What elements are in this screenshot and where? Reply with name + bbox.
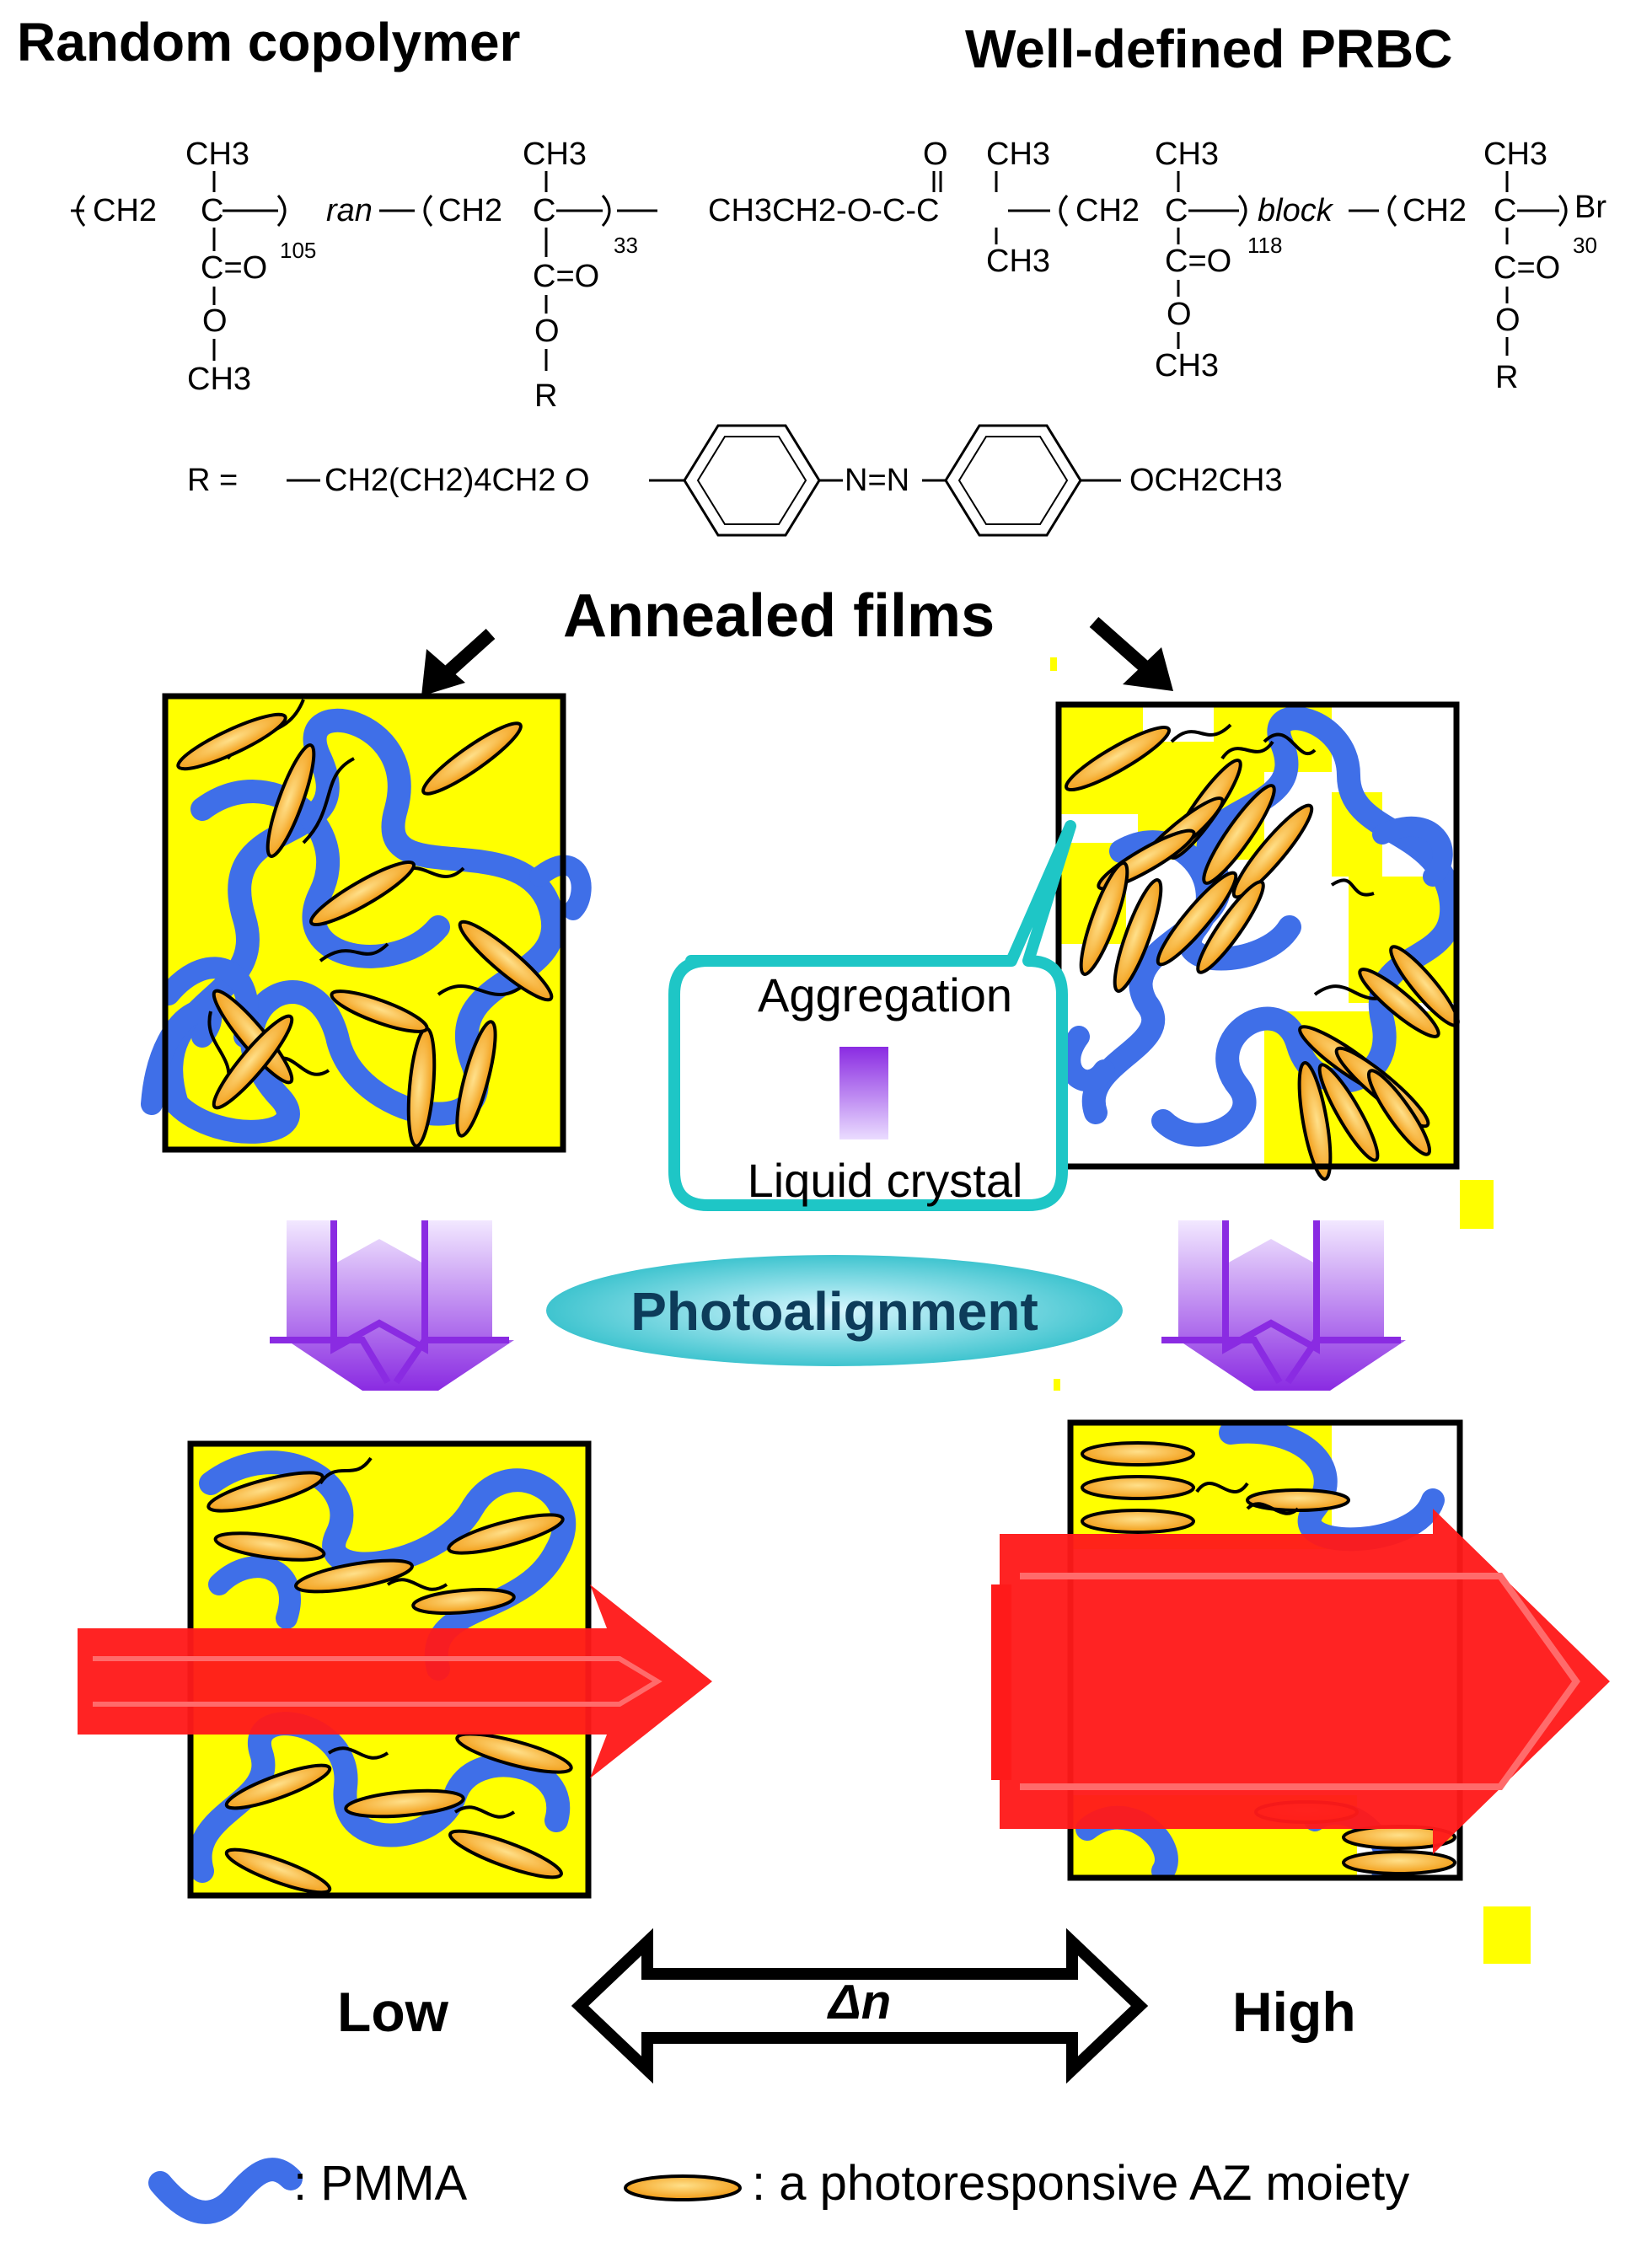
o-a: O	[202, 303, 228, 339]
ester-a: C=O	[201, 250, 267, 286]
delta-n-label: Δn	[827, 1975, 891, 2029]
arrow-to-left-film	[421, 629, 496, 696]
ch3-n: CH3	[1483, 137, 1547, 172]
prbc-structure: CH3CH2-O-C-C O CH3 CH3 CH2 C CH3 C=O 118…	[708, 137, 1606, 395]
photoalignment-arrow-right	[1161, 1220, 1406, 1391]
me-m: CH3	[1155, 348, 1219, 383]
ch3-bot: CH3	[986, 244, 1050, 279]
me-a: CH3	[187, 362, 251, 397]
o-b: O	[534, 314, 560, 349]
o-n: O	[1495, 303, 1521, 338]
random-copolymer-structure: CH2 C CH3 C=O 105 O CH3 ran CH2 C CH3 33…	[71, 137, 657, 414]
yellow-mark	[1483, 1906, 1531, 1964]
sup-105: 105	[280, 238, 316, 263]
r-n: R	[1495, 360, 1518, 395]
yellow-mark	[1054, 1379, 1060, 1391]
br-label: Br	[1574, 190, 1606, 225]
ester-n: C=O	[1494, 250, 1560, 286]
r-group-structure: R = CH2(CH2)4CH2 O N=N OCH2CH3	[187, 424, 1283, 537]
pmma-legend-icon	[148, 2158, 303, 2224]
initiator: CH3CH2-O-C-C	[708, 193, 939, 228]
r-b: R	[534, 378, 557, 414]
ran-label: ran	[326, 193, 373, 228]
block-label: block	[1258, 193, 1334, 228]
photoalignment-label: Photoalignment	[630, 1281, 1038, 1342]
arrow-to-right-film	[1089, 617, 1173, 691]
ch2-n: CH2	[1403, 193, 1467, 228]
sup-118: 118	[1247, 233, 1282, 258]
c-a: C	[201, 193, 223, 228]
callout-aggregation: Aggregation	[758, 968, 1012, 1021]
ester-m: C=O	[1165, 244, 1231, 279]
c-n: C	[1494, 193, 1516, 228]
az-legend-icon	[624, 2174, 742, 2201]
r-chain: CH2(CH2)4CH2 O	[324, 463, 590, 498]
ch3-a: CH3	[185, 137, 249, 172]
callout-gradient-box	[839, 1047, 888, 1139]
yellow-mark	[1460, 1180, 1494, 1229]
title-random-copolymer: Random copolymer	[17, 12, 520, 72]
o-m: O	[1167, 297, 1192, 332]
photoalignment-arrow-left	[270, 1220, 514, 1391]
legend-pmma: : PMMA	[293, 2156, 468, 2211]
yellow-mark	[1050, 657, 1057, 671]
ch3-m: CH3	[1155, 137, 1219, 172]
ch2-m: CH2	[1075, 193, 1140, 228]
laser-arrow-low	[78, 1584, 712, 1778]
r-equals: R =	[187, 463, 238, 498]
title-prbc: Well-defined PRBC	[965, 19, 1452, 79]
ch2-a: CH2	[93, 193, 157, 228]
legend: : PMMA : a photoresponsive AZ moiety	[148, 2156, 1409, 2224]
photoalignment-ellipse	[546, 1255, 1123, 1366]
low-label: Low	[337, 1981, 449, 2043]
film-prbc-annealed	[1055, 701, 1460, 1181]
delta-n-arrow	[571, 1928, 1149, 2084]
film-random-annealed	[141, 693, 592, 1153]
callout-liquid-crystal: Liquid crystal	[748, 1154, 1023, 1207]
sub-33: 33	[614, 233, 638, 258]
o-top: O	[923, 137, 948, 172]
high-label: High	[1232, 1981, 1356, 2043]
c-b: C	[533, 193, 555, 228]
laser-arrow-high	[991, 1509, 1610, 1854]
sub-30: 30	[1573, 233, 1597, 258]
r-end: OCH2CH3	[1129, 463, 1283, 498]
aggregation-callout: Aggregation Liquid crystal	[668, 820, 1076, 1211]
ester-b: C=O	[533, 259, 599, 294]
ch2-b: CH2	[438, 193, 502, 228]
ch3-top: CH3	[986, 137, 1050, 172]
c-m: C	[1165, 193, 1188, 228]
film-random-aligned	[187, 1440, 592, 1899]
azo-label: N=N	[845, 463, 909, 498]
legend-az: : a photoresponsive AZ moiety	[752, 2156, 1409, 2211]
ch3-b: CH3	[523, 137, 587, 172]
annealed-films-label: Annealed films	[563, 582, 995, 650]
